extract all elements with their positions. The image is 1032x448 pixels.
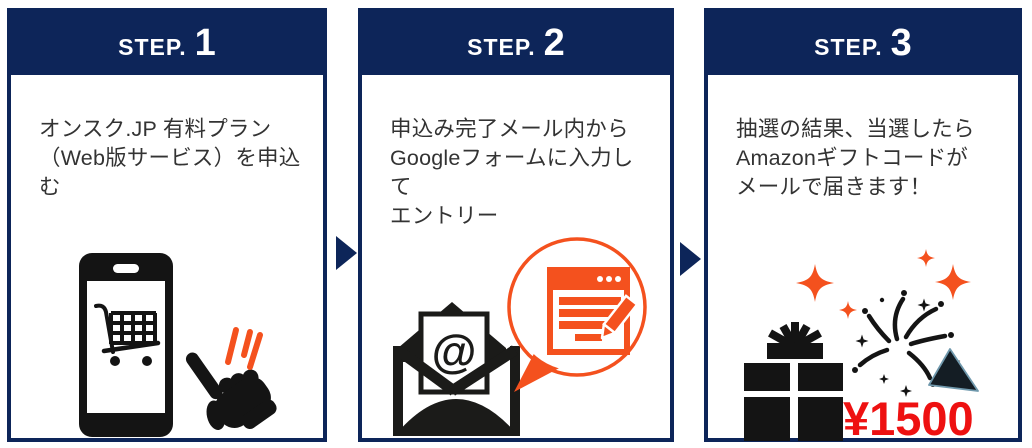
- step-1-label: STEP.: [118, 34, 187, 60]
- open-email-icon: @: [393, 302, 520, 436]
- step-1-desc-line-1: オンスク.JP 有料プラン: [39, 117, 272, 141]
- step-2-header: STEP. 2: [362, 12, 670, 75]
- step-1-desc-line-2: （Web版サービス）を申込む: [39, 146, 301, 200]
- step-2-label: STEP.: [467, 34, 536, 60]
- prize-illustration: ¥1500: [744, 249, 979, 445]
- step-3-label: STEP.: [814, 34, 883, 60]
- step-3-desc-line-2: Amazonギフトコードが: [736, 146, 968, 171]
- step-2-desc-line-2: Googleフォームに入力して: [390, 146, 634, 200]
- click-sparks-icon: [225, 327, 263, 370]
- shopping-cart-icon: [94, 303, 161, 366]
- step-3-desc-line-1: 抽選の結果、当選したら: [736, 117, 975, 141]
- step-1-body: オンスク.JP 有料プラン （Web版サービス）を申込む: [11, 115, 323, 448]
- step-3-header: STEP. 3: [708, 12, 1018, 75]
- pencil-icon: [600, 294, 639, 340]
- step-3-card: STEP. 3 抽選の結果、当選したら Amazonギフトコードが メールで届き…: [704, 8, 1022, 445]
- gift-box-icon: [744, 322, 843, 441]
- arrow-right-icon: [336, 236, 357, 270]
- arrow-right-icon: [680, 242, 701, 276]
- step-1-number: 1: [194, 22, 216, 64]
- tap-hand-icon: [185, 352, 277, 430]
- step-3-number: 3: [890, 22, 912, 64]
- step-3-desc-line-3: メールで届きます！: [736, 175, 932, 200]
- signup-illustration: [79, 253, 277, 437]
- at-symbol: @: [432, 325, 477, 377]
- step-2-card: STEP. 2 申込み完了メール内から Googleフォームに入力して エントリ…: [358, 8, 674, 442]
- step-2-desc-line-3: エントリー: [390, 204, 499, 229]
- sparkle-icon: [796, 249, 971, 319]
- step-3-description: 抽選の結果、当選したら Amazonギフトコードが メールで届きます！: [736, 115, 1000, 202]
- step-2-desc-line-1: 申込み完了メール内から: [390, 117, 629, 141]
- party-popper-icon: [928, 348, 979, 392]
- step-2-number: 2: [543, 22, 565, 64]
- step-1-header: STEP. 1: [11, 12, 323, 75]
- step-2-body: 申込み完了メール内から Googleフォームに入力して エントリー @: [362, 115, 670, 448]
- step-3-body: 抽選の結果、当選したら Amazonギフトコードが メールで届きます！: [708, 115, 1018, 448]
- step-1-card: STEP. 1 オンスク.JP 有料プラン （Web版サービス）を申込む: [7, 8, 327, 442]
- step-1-description: オンスク.JP 有料プラン （Web版サービス）を申込む: [39, 115, 305, 202]
- step-2-description: 申込み完了メール内から Googleフォームに入力して エントリー: [390, 115, 652, 231]
- entry-illustration: @: [393, 237, 647, 436]
- prize-amount: ¥1500: [843, 392, 974, 445]
